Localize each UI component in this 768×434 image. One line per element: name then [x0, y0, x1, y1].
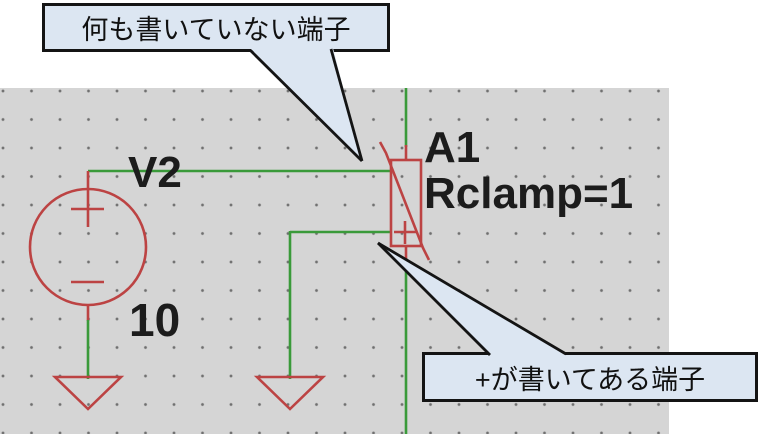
- callout-plus-terminal: +が書いてある端子: [422, 352, 758, 402]
- voltage-source-name-label[interactable]: V2: [128, 148, 182, 197]
- varistor-name-label[interactable]: A1: [424, 123, 481, 172]
- callout-unmarked-terminal: 何も書いていない端子: [42, 3, 390, 52]
- callout-plus-terminal-text: +が書いてある端子: [474, 364, 706, 395]
- voltage-source-value-label[interactable]: 10: [129, 294, 181, 346]
- callout-unmarked-terminal-text: 何も書いていない端子: [81, 15, 351, 45]
- varistor-value-label[interactable]: Rclamp=1: [424, 169, 634, 218]
